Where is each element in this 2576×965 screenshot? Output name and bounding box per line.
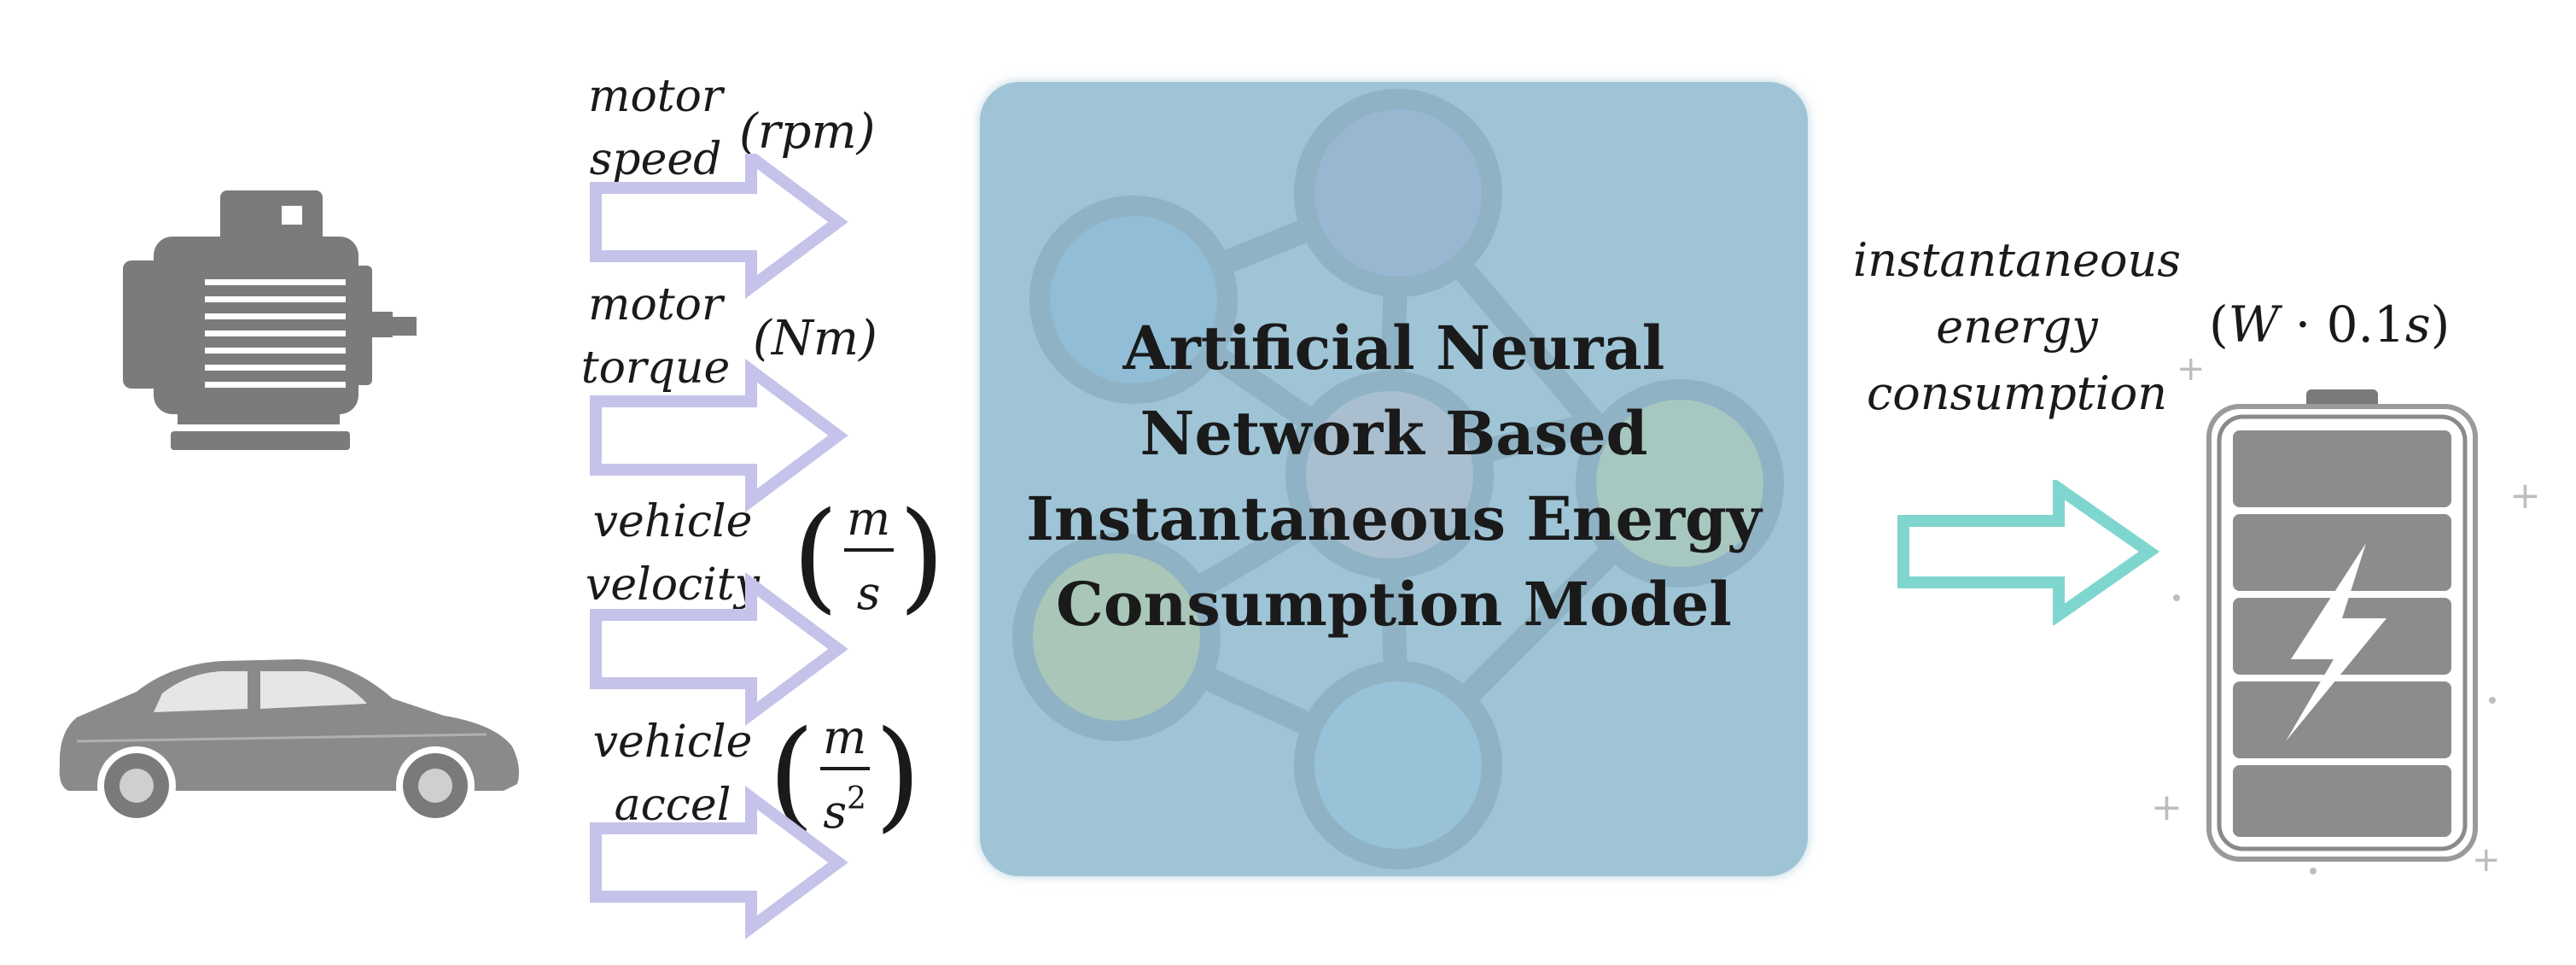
svg-text:+: + xyxy=(2177,349,2206,389)
output-arrow xyxy=(1897,480,2160,625)
motor-icon xyxy=(123,190,417,450)
ann-model-box xyxy=(980,82,1808,876)
ann-model-title: Artificial Neural Network Based Instanta… xyxy=(1026,313,1762,640)
input-arrow-motor-torque xyxy=(590,359,848,512)
car-icon xyxy=(59,659,519,825)
input-arrows xyxy=(590,154,848,939)
input-unit-vehicle-accel: ( m s2 ) xyxy=(768,705,922,845)
svg-text:+: + xyxy=(2472,840,2501,880)
input-arrow-vehicle-accel xyxy=(590,786,848,939)
output-label: instantaneous energy consumption xyxy=(1852,233,2182,420)
svg-text:+: + xyxy=(2151,786,2183,829)
input-unit-motor-torque: (Nm) xyxy=(753,311,877,366)
input-arrow-motor-speed xyxy=(590,154,848,299)
input-unit-motor-speed: (rpm) xyxy=(739,104,876,160)
input-arrow-vehicle-velocity xyxy=(590,572,848,726)
svg-text:+: + xyxy=(2509,474,2541,518)
neural-network-icon xyxy=(1012,89,1784,869)
battery-icon: + + + + xyxy=(2151,349,2541,880)
output-unit: (W · 0.1s) xyxy=(2209,295,2451,354)
input-unit-vehicle-velocity: ( m s ) xyxy=(792,486,946,626)
